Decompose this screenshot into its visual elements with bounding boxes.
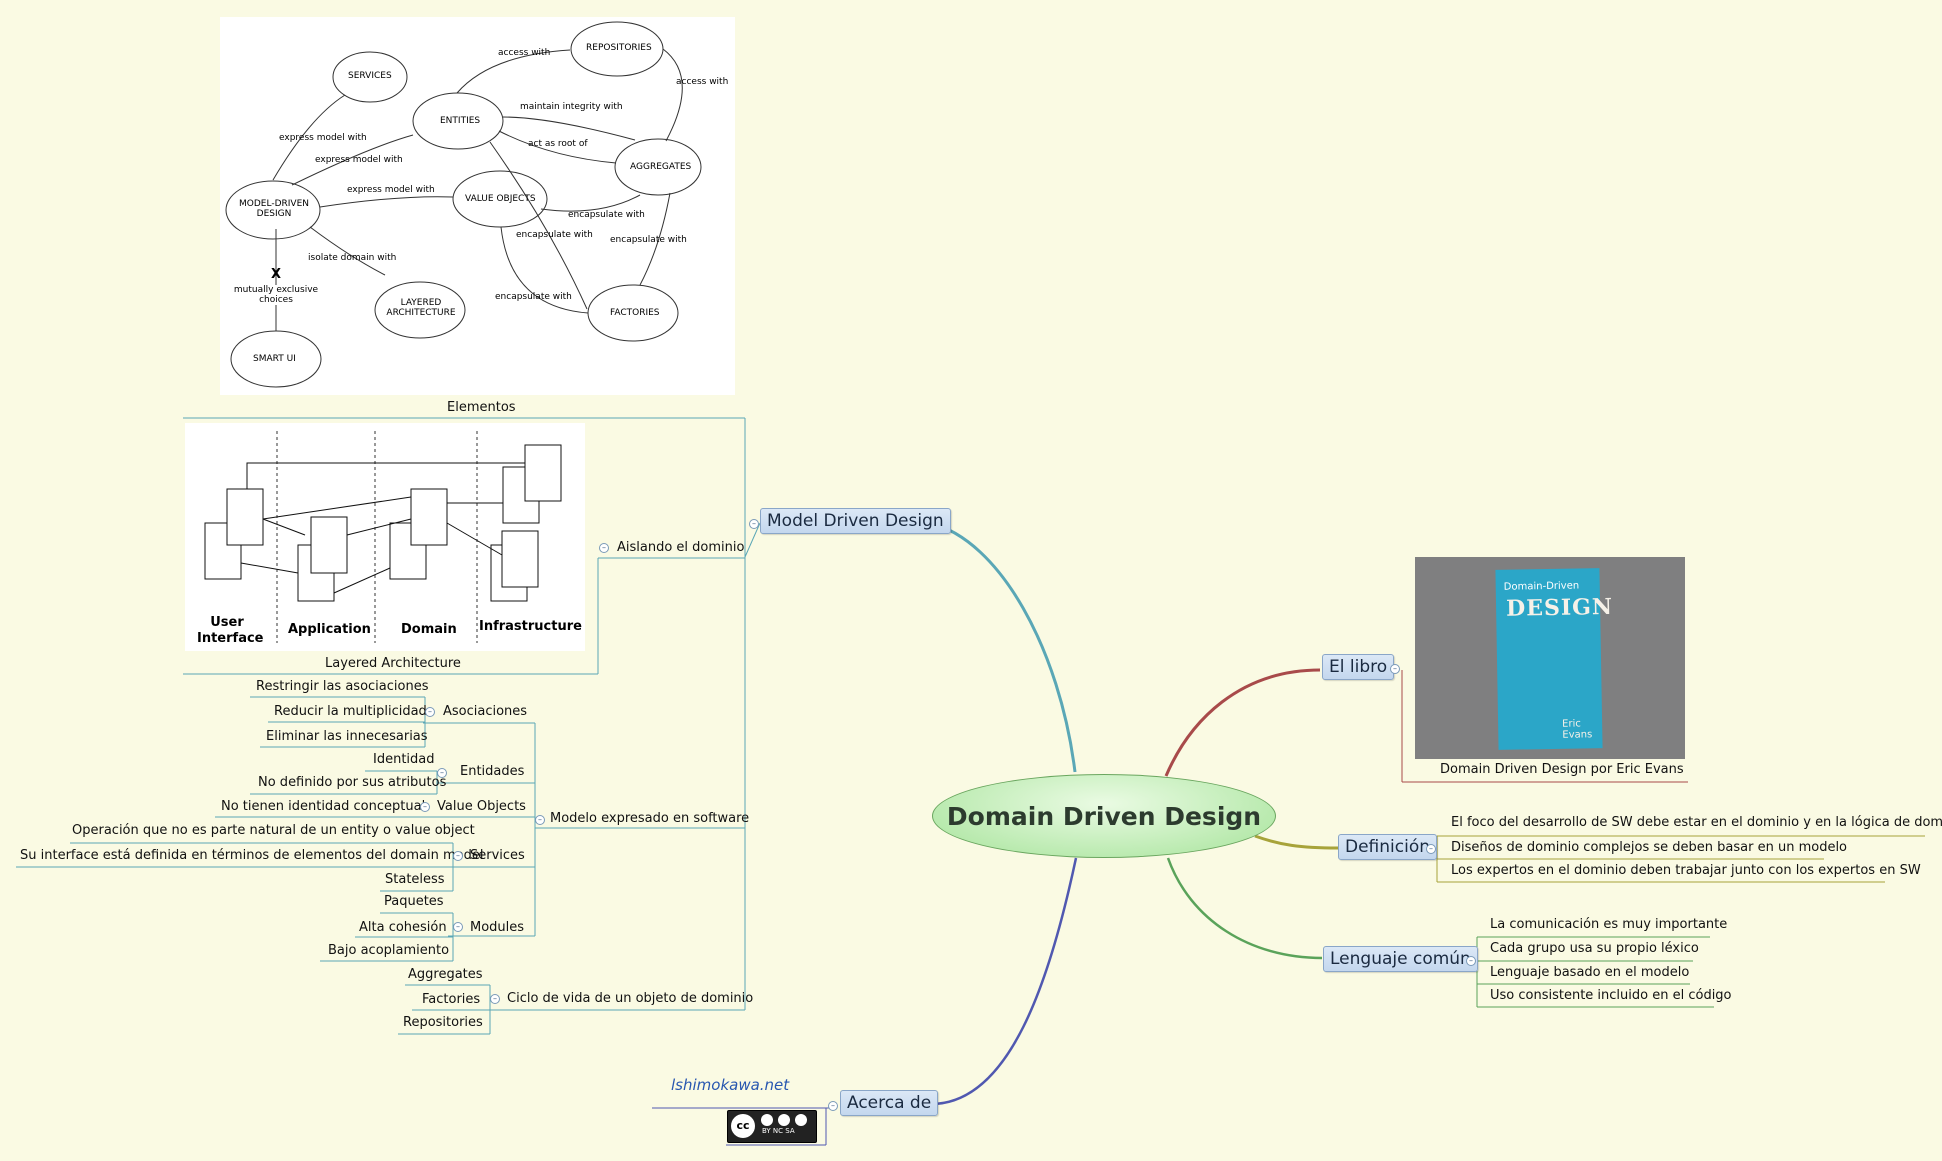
modules-label[interactable]: Modules — [470, 920, 525, 935]
definicion-item[interactable]: Diseños de dominio complejos se deben ba… — [1451, 840, 1848, 855]
node-model-driven-design[interactable]: Model Driven Design — [760, 508, 951, 534]
diagram-node-entities: ENTITIES — [440, 116, 481, 126]
diagram-edge-label: express model with — [279, 133, 367, 143]
asociaciones-label[interactable]: Asociaciones — [443, 704, 528, 719]
value-objects-label[interactable]: Value Objects — [437, 799, 526, 814]
ciclo-vida-label[interactable]: Ciclo de vida de un objeto de dominio — [507, 991, 754, 1006]
services-item[interactable]: Su interface está definida en términos d… — [20, 848, 484, 863]
entidades-label[interactable]: Entidades — [460, 764, 525, 779]
entidades-item[interactable]: Identidad — [373, 752, 435, 767]
modules-item[interactable]: Paquetes — [384, 894, 444, 909]
cc-by-icon — [761, 1114, 773, 1126]
diagram-node-smart-ui: SMART UI — [253, 354, 296, 364]
layered-architecture-label: Layered Architecture — [325, 656, 461, 671]
collapse-toggle[interactable] — [1466, 956, 1476, 966]
collapse-toggle[interactable] — [437, 768, 447, 778]
ciclo-item[interactable]: Aggregates — [408, 967, 483, 982]
diagram-edge-label: access with — [676, 77, 729, 87]
collapse-toggle[interactable] — [1426, 844, 1436, 854]
diagram-edge-label: access with — [498, 48, 551, 58]
services-item[interactable]: Stateless — [385, 872, 445, 887]
lenguaje-item[interactable]: La comunicación es muy importante — [1490, 917, 1728, 932]
modules-item[interactable]: Bajo acoplamiento — [328, 943, 450, 958]
collapse-toggle[interactable] — [453, 922, 463, 932]
diagram-node-services: SERVICES — [348, 71, 392, 81]
modelo-software-label[interactable]: Modelo expresado en software — [550, 811, 750, 826]
ciclo-item[interactable]: Repositories — [403, 1015, 483, 1030]
modules-item[interactable]: Alta cohesión — [359, 920, 447, 935]
value-objects-item[interactable]: No tienen identidad conceptual — [221, 799, 426, 814]
lenguaje-item[interactable]: Cada grupo usa su propio léxico — [1490, 941, 1699, 956]
central-topic[interactable]: Domain Driven Design — [932, 774, 1276, 858]
definicion-item[interactable]: Los expertos en el dominio deben trabaja… — [1451, 863, 1921, 878]
layer-user-interface: User Interface — [197, 615, 264, 646]
cc-sa-icon — [795, 1114, 807, 1126]
diagram-node-model-driven-design: MODEL-DRIVEN DESIGN — [239, 199, 309, 219]
logo-text: lshimokawa.net — [671, 1076, 790, 1094]
elementos-label: Elementos — [447, 400, 516, 415]
diagram-edge-label: encapsulate with — [610, 235, 687, 245]
services-item[interactable]: Operación que no es parte natural de un … — [72, 823, 475, 838]
diagram-edge-label: express model with — [315, 155, 403, 165]
diagram-node-aggregates: AGGREGATES — [630, 162, 692, 172]
lenguaje-item[interactable]: Lenguaje basado en el modelo — [1490, 965, 1690, 980]
diagram-edge-label: encapsulate with — [495, 292, 572, 302]
layer-domain: Domain — [401, 622, 457, 637]
entidades-item[interactable]: No definido por sus atributos — [258, 775, 447, 790]
diagram-mutually-exclusive-label: mutually exclusive choices — [233, 285, 319, 305]
creative-commons-badge[interactable]: cc BY NC SA — [727, 1110, 817, 1143]
node-definicion[interactable]: Definición — [1338, 834, 1437, 860]
asociacion-item[interactable]: Eliminar las innecesarias — [266, 729, 428, 744]
layered-architecture-diagram: User Interface Application Domain Infras… — [185, 423, 585, 651]
central-topic-label: Domain Driven Design — [946, 801, 1262, 831]
diagram-node-value-objects: VALUE OBJECTS — [465, 194, 536, 204]
asociacion-item[interactable]: Reducir la multiplicidad — [274, 704, 427, 719]
libro-caption[interactable]: Domain Driven Design por Eric Evans — [1440, 762, 1684, 777]
node-lenguaje-comun[interactable]: Lenguaje común — [1323, 946, 1478, 972]
collapse-toggle[interactable] — [535, 815, 545, 825]
diagram-edge-label: act as root of — [528, 139, 588, 149]
diagram-edge-label: express model with — [347, 185, 435, 195]
cc-nc-icon — [778, 1114, 790, 1126]
node-el-libro[interactable]: El libro — [1322, 654, 1395, 680]
ddd-concept-diagram: SERVICES REPOSITORIES ENTITIES AGGREGATE… — [220, 17, 735, 395]
collapse-toggle[interactable] — [599, 543, 609, 553]
diagram-node-layered-architecture: LAYERED ARCHITECTURE — [386, 298, 456, 318]
node-acerca-de[interactable]: Acerca de — [840, 1090, 939, 1116]
book-author: Eric Evans — [1562, 718, 1593, 741]
definicion-item[interactable]: El foco del desarrollo de SW debe estar … — [1451, 815, 1942, 830]
book-subtitle: Domain-Driven — [1503, 580, 1580, 593]
diagram-edge-label: encapsulate with — [568, 210, 645, 220]
diagram-edge-label: maintain integrity with — [520, 102, 623, 112]
collapse-toggle[interactable] — [425, 707, 435, 717]
aislando-dominio-label[interactable]: Aislando el dominio — [617, 540, 745, 555]
collapse-toggle[interactable] — [1390, 664, 1400, 674]
cc-license-text: BY NC SA — [762, 1127, 795, 1135]
book-cover-image: Domain-Driven DESIGN Eric Evans — [1415, 557, 1685, 759]
diagram-edge-label: isolate domain with — [308, 253, 397, 263]
collapse-toggle[interactable] — [749, 519, 759, 529]
layer-infrastructure: Infrastructure — [479, 619, 582, 634]
layer-application: Application — [288, 622, 371, 637]
lshimokawa-logo[interactable]: lshimokawa.net — [671, 1076, 789, 1094]
diagram-node-repositories: REPOSITORIES — [586, 43, 652, 53]
collapse-toggle[interactable] — [490, 994, 500, 1004]
diagram-node-factories: FACTORIES — [610, 308, 660, 318]
asociacion-item[interactable]: Restringir las asociaciones — [256, 679, 429, 694]
diagram-edge-label: encapsulate with — [516, 230, 593, 240]
collapse-toggle[interactable] — [828, 1101, 838, 1111]
services-label[interactable]: Services — [470, 848, 525, 863]
collapse-toggle[interactable] — [453, 851, 463, 861]
diagram-x-mark: X — [271, 267, 282, 282]
collapse-toggle[interactable] — [420, 802, 430, 812]
book-title: DESIGN — [1505, 593, 1614, 622]
lenguaje-item[interactable]: Uso consistente incluido en el código — [1490, 988, 1732, 1003]
cc-icon: cc — [731, 1114, 755, 1138]
ciclo-item[interactable]: Factories — [422, 992, 481, 1007]
